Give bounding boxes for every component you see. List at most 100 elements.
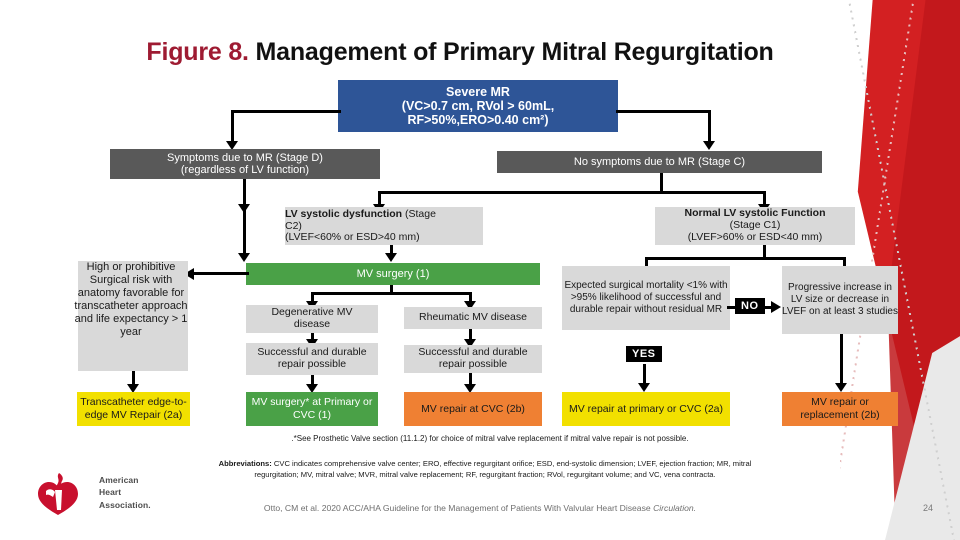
- connector-surgery-split-h: [311, 292, 472, 295]
- arrow-to-no-symptoms: [703, 141, 715, 150]
- connector-stagec-h: [378, 191, 766, 194]
- connector-stagec-v: [660, 173, 663, 193]
- arrow-to-rheumatic: [464, 301, 476, 310]
- connector-degen-drop: [311, 292, 314, 302]
- connector-severe-left-v: [231, 110, 234, 142]
- node-mv-surgery-cvc: MV surgery* at Primary or CVC (1): [246, 392, 378, 426]
- node-mv-repair-cvc: MV repair at CVC (2b): [404, 392, 542, 426]
- connector-yes-down: [643, 364, 646, 384]
- abbreviations-text: CVC indicates comprehensive valve center…: [254, 459, 752, 479]
- connector-lvd-to-surgery: [243, 179, 246, 254]
- node-mv-repair-primary: MV repair at primary or CVC (2a): [562, 392, 730, 426]
- citation-journal: Circulation.: [653, 503, 697, 513]
- connector-severe-left-h: [231, 110, 341, 113]
- severe-mr-line1: Severe MR: [446, 85, 510, 99]
- severe-mr-line3: RF>50%,ERO>0.40 cm²): [407, 113, 549, 127]
- connector-degen-to-success: [311, 333, 314, 340]
- aha-line-3: Association.: [99, 499, 151, 510]
- citation-text: Otto, CM et al. 2020 ACC/AHA Guideline f…: [263, 503, 654, 513]
- lv-dysfunction-line2: C2): [285, 219, 302, 232]
- gray-wedge: [880, 330, 960, 540]
- lv-dysfunction-line3: (LVEF<60% or ESD>40 mm): [285, 231, 420, 244]
- footnote-abbreviations: Abbreviations: CVC indicates comprehensi…: [200, 458, 770, 480]
- connector-no-left: [727, 306, 735, 309]
- aha-line-1: American: [99, 475, 139, 485]
- normal-lv-line2: (Stage C1): [729, 219, 781, 232]
- successful-left-label: Successful and durable repair possible: [257, 346, 367, 370]
- normal-lv-line1: Normal LV systolic Function: [684, 207, 826, 220]
- aha-logo: American Heart Association.: [33, 470, 173, 516]
- connector-normallv-h: [645, 257, 845, 260]
- node-symptoms-stage-d: Symptoms due to MR (Stage D) (regardless…: [110, 149, 380, 179]
- lv-dysfunction-line1: LV systolic dysfunction (Stage: [285, 207, 436, 221]
- connector-stagec-left-drop: [378, 191, 381, 205]
- figure-number: Figure 8.: [146, 38, 249, 66]
- connector-rheum-drop: [469, 292, 472, 302]
- expected-mortality-label: Expected surgical mortality <1% with >95…: [564, 280, 728, 315]
- node-degenerative-mv: Degenerative MV disease: [246, 305, 378, 333]
- arrow-to-symptoms: [226, 141, 238, 150]
- node-transcatheter-repair: Transcatheter edge-to-edge MV Repair (2a…: [77, 392, 190, 426]
- high-risk-label: High or prohibitive Surgical risk with a…: [74, 261, 188, 338]
- mv-repair-replacement-label: MV repair or replacement (2b): [800, 396, 880, 421]
- lv-dysfunction-rest: (Stage: [402, 207, 436, 220]
- connector-lvd2-to-surgery: [390, 245, 393, 254]
- page-number: 24: [922, 503, 933, 513]
- degenerative-label: Degenerative MV disease: [271, 306, 353, 330]
- connector-rheum-to-success: [469, 329, 472, 340]
- connector-surgery-split-v: [390, 285, 393, 295]
- arrow-yes-to-repair-primary: [638, 383, 650, 392]
- node-successful-repair-left: Successful and durable repair possible: [246, 343, 378, 375]
- node-successful-repair-right: Successful and durable repair possible: [404, 345, 542, 373]
- connector-severe-right-v: [708, 110, 711, 142]
- no-symptoms-label: No symptoms due to MR (Stage C): [573, 155, 746, 168]
- node-rheumatic-mv: Rheumatic MV disease: [404, 307, 542, 329]
- aha-line-2: Heart: [99, 487, 122, 498]
- arrow-to-high-risk: [184, 268, 194, 280]
- mv-surgery-cvc-label: MV surgery* at Primary or CVC (1): [251, 396, 373, 421]
- connector-successright-down: [469, 373, 472, 385]
- connector-severe-right-h: [616, 110, 711, 113]
- symptoms-d-line2: (regardless of LV function): [180, 164, 310, 176]
- arrow-to-mv-repair-cvc: [464, 384, 476, 393]
- successful-right-label: Successful and durable repair possible: [418, 346, 528, 370]
- arrow-lvd2-to-surgery: [385, 253, 397, 262]
- arrow-no-to-progressive: [771, 301, 781, 313]
- heart-torch-icon: [38, 473, 78, 515]
- arrow-progressive-to-repair: [835, 383, 847, 392]
- arrow-rheum-to-success: [464, 339, 476, 348]
- node-expected-surgical-mortality: Expected surgical mortality <1% with >95…: [562, 266, 730, 330]
- node-severe-mr: Severe MR (VC>0.7 cm, RVol > 60mL, RF>50…: [338, 80, 618, 132]
- node-mv-repair-replacement: MV repair or replacement (2b): [782, 392, 898, 426]
- footnote-prosthetic-valve: .*See Prosthetic Valve section (11.1.2) …: [291, 434, 689, 443]
- node-lv-systolic-dysfunction: LV systolic dysfunction (Stage C2) (LVEF…: [285, 207, 483, 245]
- rheumatic-label: Rheumatic MV disease: [419, 311, 527, 324]
- node-high-risk: High or prohibitive Surgical risk with a…: [74, 261, 188, 371]
- mv-repair-primary-label: MV repair at primary or CVC (2a): [568, 402, 724, 415]
- connector-no-right: [764, 306, 772, 309]
- footnote-citation: Otto, CM et al. 2020 ACC/AHA Guideline f…: [200, 503, 760, 513]
- transcatheter-label: Transcatheter edge-to-edge MV Repair (2a…: [80, 396, 187, 421]
- node-normal-lv-function: Normal LV systolic Function (Stage C1) (…: [655, 207, 855, 245]
- node-no-symptoms-stage-c: No symptoms due to MR (Stage C): [497, 151, 822, 173]
- mv-surgery-label: MV surgery (1): [356, 267, 430, 280]
- connector-highrisk-down: [132, 371, 135, 385]
- abbreviations-label: Abbreviations:: [218, 459, 272, 468]
- arrow-highrisk-to-transcatheter: [127, 384, 139, 393]
- node-mv-surgery: MV surgery (1): [246, 263, 540, 285]
- connector-surgery-to-highrisk: [194, 272, 249, 275]
- symptoms-d-line1: Symptoms due to MR (Stage D): [167, 151, 323, 164]
- node-progressive-increase: Progressive increase in LV size or decre…: [782, 266, 898, 334]
- arrow-lvd-to-surgery: [238, 253, 250, 262]
- connector-normallv-v: [763, 245, 766, 259]
- progressive-increase-label: Progressive increase in LV size or decre…: [782, 282, 898, 317]
- severe-mr-line2: (VC>0.7 cm, RVol > 60mL,: [401, 99, 555, 113]
- badge-no: NO: [735, 298, 765, 314]
- normal-lv-line3: (LVEF>60% or ESD<40 mm): [687, 230, 823, 243]
- connector-progressive-drop: [843, 257, 846, 267]
- page-title: Figure 8. Management of Primary Mitral R…: [0, 38, 920, 67]
- connector-successleft-down: [311, 375, 314, 385]
- arrow-to-mv-surgery-cvc: [306, 384, 318, 393]
- connector-progressive-down: [840, 334, 843, 384]
